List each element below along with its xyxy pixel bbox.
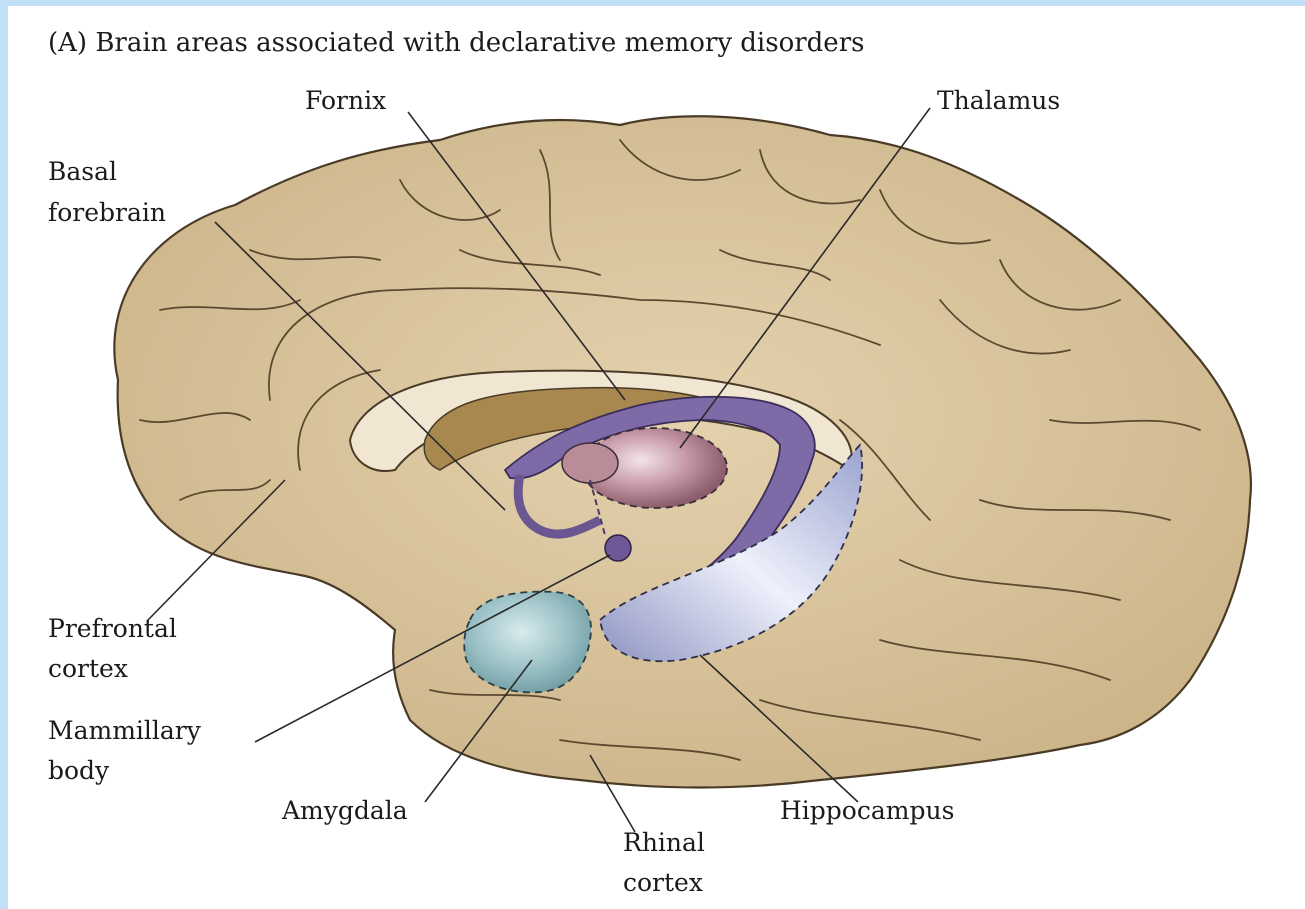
label-amygdala: Amygdala xyxy=(282,796,408,826)
label-thalamus: Thalamus xyxy=(937,86,1060,116)
label-rhinal-cortex-line2: cortex xyxy=(623,868,703,898)
figure-title: (A) Brain areas associated with declarat… xyxy=(48,28,864,58)
label-hippocampus: Hippocampus xyxy=(780,796,954,826)
label-rhinal-cortex-line1: Rhinal xyxy=(623,828,705,858)
label-prefrontal-cortex-line2: cortex xyxy=(48,654,128,684)
label-fornix: Fornix xyxy=(305,86,386,116)
label-basal-forebrain-line1: Basal xyxy=(48,157,117,187)
mammillary-body-shape xyxy=(605,535,631,561)
label-basal-forebrain-line2: forebrain xyxy=(48,198,166,228)
amygdala-shape xyxy=(464,592,591,693)
label-mammillary-body-line1: Mammillary xyxy=(48,716,201,746)
label-prefrontal-cortex-line1: Prefrontal xyxy=(48,614,177,644)
thalamus-nucleus xyxy=(562,443,618,483)
label-mammillary-body-line2: body xyxy=(48,756,109,786)
